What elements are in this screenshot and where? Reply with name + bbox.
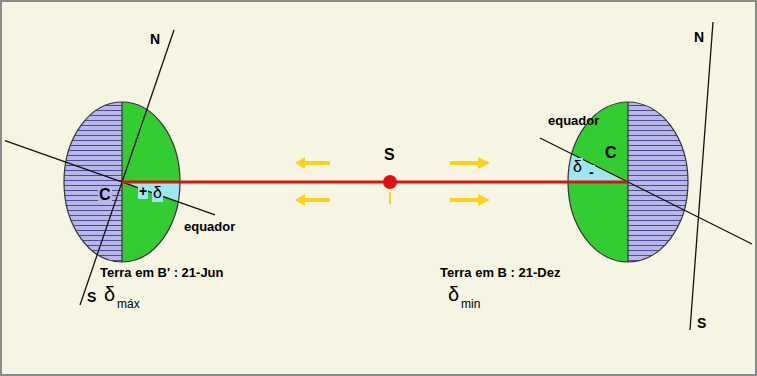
equator-line	[5, 141, 215, 215]
night-side	[60, 100, 122, 264]
earth-axis	[690, 22, 713, 330]
equator-label: equador	[548, 114, 599, 128]
sign-label: -	[588, 165, 595, 180]
declination-symbol: δ	[572, 158, 583, 176]
sun-dot	[383, 175, 397, 189]
position-caption: Terra em B : 21-Dez	[440, 266, 560, 280]
sun-earth-line	[122, 181, 628, 184]
equator-label: equador	[184, 220, 235, 234]
pole-label: N	[150, 32, 160, 47]
subscript-label: máx	[117, 298, 140, 311]
pole-label: N	[694, 30, 704, 45]
sign-label: +	[138, 184, 148, 199]
subscript-label: min	[461, 298, 480, 311]
position-caption: Terra em B' : 21-Jun	[100, 266, 224, 280]
equator-line	[540, 138, 752, 244]
earth-axis	[80, 30, 174, 305]
declination-symbol: δ	[104, 283, 115, 305]
center-label: C	[98, 186, 112, 204]
sun-ray	[389, 192, 391, 204]
night-side	[628, 100, 692, 264]
pole-label: S	[697, 316, 706, 331]
center-label: C	[604, 144, 618, 162]
declination-symbol: δ	[448, 283, 459, 305]
sun-label: S	[384, 146, 395, 164]
declination-symbol: δ	[152, 184, 163, 202]
pole-label: S	[87, 290, 96, 305]
sun-rays	[295, 157, 490, 206]
